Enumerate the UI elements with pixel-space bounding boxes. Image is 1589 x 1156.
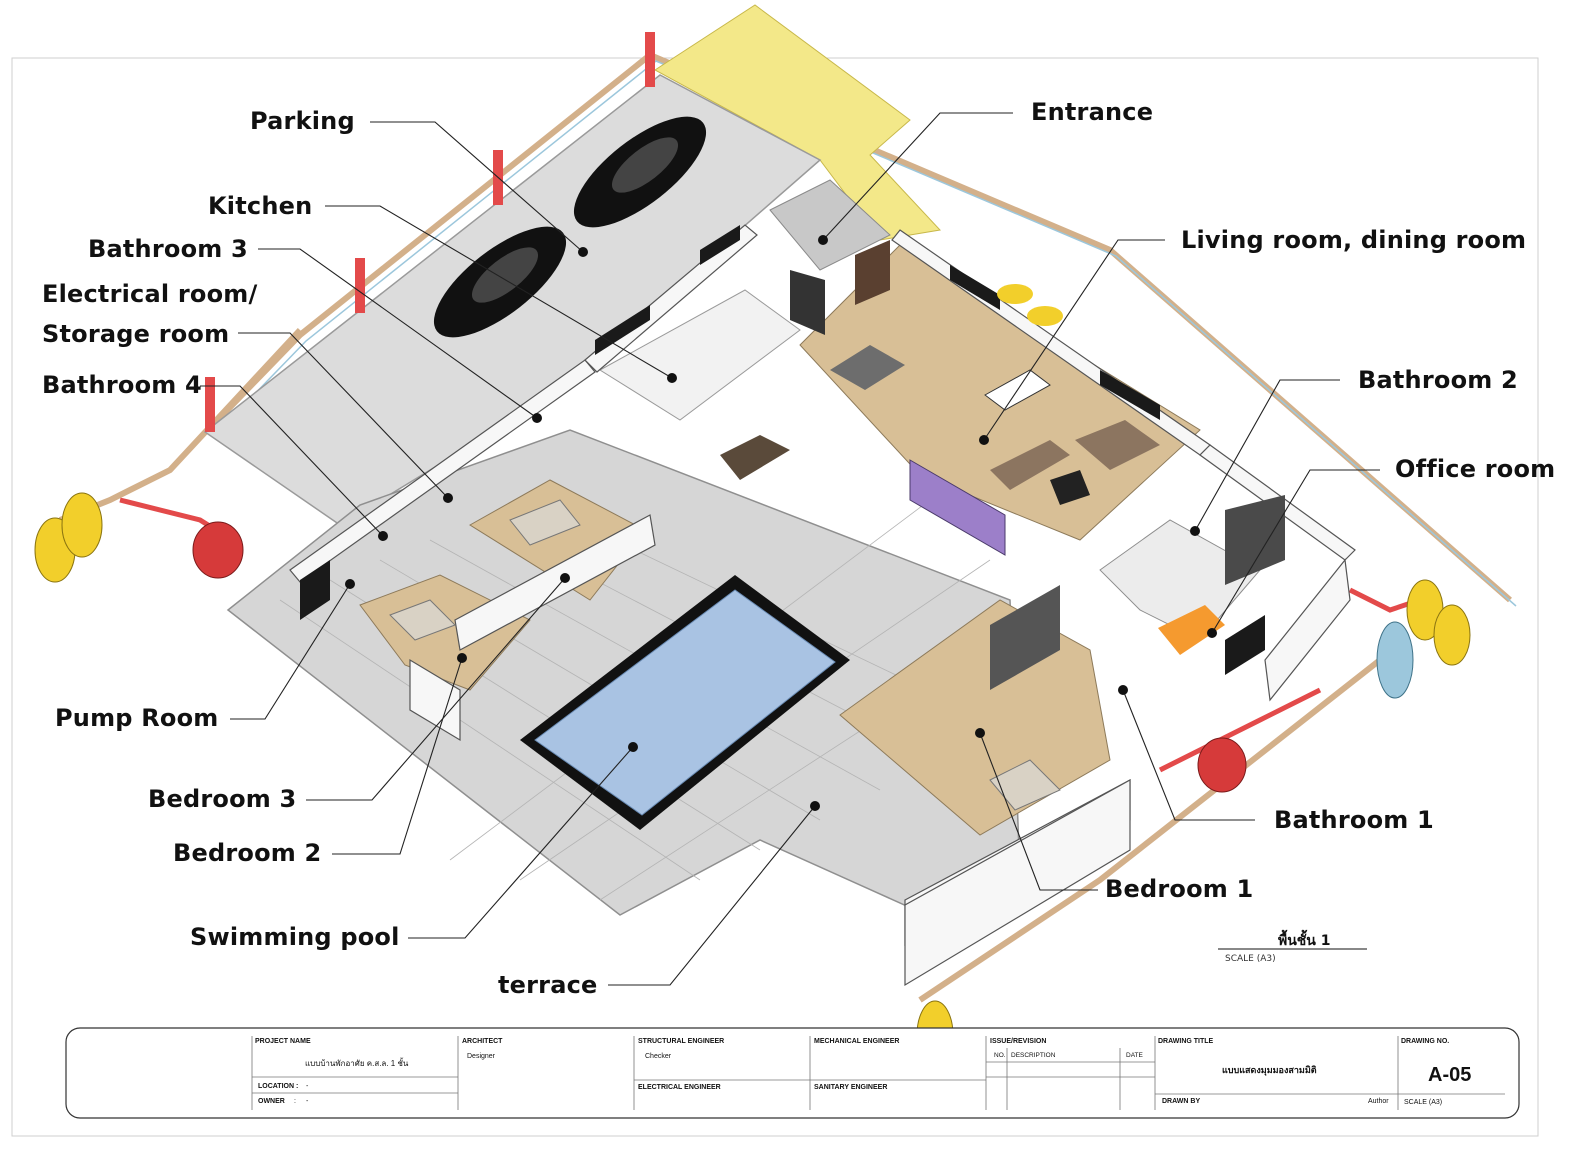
pool-water: [534, 589, 836, 816]
tb-col-date: DATE: [1126, 1052, 1144, 1059]
car-1: [433, 226, 567, 338]
label-bathroom-1: Bathroom 1: [1274, 806, 1434, 834]
tb-drawn-by-value: Author: [1368, 1098, 1389, 1105]
label-bathroom-3: Bathroom 3: [88, 235, 248, 263]
tanks-right-yellow: [1406, 579, 1471, 666]
tb-drawn-by-label: DRAWN BY: [1162, 1098, 1200, 1105]
tb-owner-label: OWNER: [258, 1098, 285, 1105]
tb-drawing-title-value: แบบแสดงมุมมองสามมิติ: [1222, 1065, 1317, 1076]
tb-issue-header: ISSUE/REVISION: [990, 1038, 1046, 1045]
tb-owner-value: -: [306, 1098, 309, 1105]
small-tanks: [997, 284, 1063, 326]
kitchen-floor: [599, 289, 801, 421]
label-bedroom-2: Bedroom 2: [173, 839, 322, 867]
label-kitchen: Kitchen: [208, 192, 313, 220]
label-electrical-room-line1: Electrical room/: [42, 280, 258, 308]
label-swimming-pool: Swimming pool: [190, 923, 400, 951]
label-parking: Parking: [250, 107, 355, 135]
car-2: [573, 116, 707, 228]
leader-dots: [345, 235, 1217, 811]
label-living-dining: Living room, dining room: [1181, 226, 1527, 254]
tb-project-name-value: แบบบ้านพักอาศัย ค.ส.ล. 1 ชั้น: [305, 1057, 409, 1068]
tb-col-description: DESCRIPTION: [1011, 1052, 1056, 1059]
label-terrace: terrace: [498, 971, 598, 999]
tb-structural-value: Checker: [645, 1053, 672, 1060]
tb-drawing-no-header: DRAWING NO.: [1401, 1038, 1449, 1045]
tb-architect-value: Designer: [467, 1053, 496, 1060]
windows: [300, 225, 1265, 675]
tb-drawing-title-header: DRAWING TITLE: [1158, 1038, 1214, 1045]
label-bathroom-4: Bathroom 4: [42, 371, 202, 399]
label-entrance: Entrance: [1031, 98, 1154, 126]
tb-scale-label: SCALE (A3): [1404, 1099, 1442, 1106]
tanks-left-yellow: [34, 492, 103, 583]
label-office-room: Office room: [1395, 455, 1556, 483]
tb-col-no: NO.: [994, 1052, 1006, 1059]
label-pump-room: Pump Room: [55, 704, 219, 732]
label-bedroom-1: Bedroom 1: [1105, 875, 1254, 903]
tb-location-value: -: [306, 1083, 309, 1090]
label-bedroom-3: Bedroom 3: [148, 785, 297, 813]
furniture: [389, 240, 1285, 811]
tb-mechanical-header: MECHANICAL ENGINEER: [814, 1038, 899, 1045]
plan-caption-scale: SCALE (A3): [1225, 954, 1276, 964]
leader-lines: [200, 112, 1380, 986]
tb-owner-colon: :: [294, 1098, 296, 1105]
tb-electrical-header: ELECTRICAL ENGINEER: [638, 1084, 721, 1091]
tb-drawing-no-value: A-05: [1428, 1064, 1471, 1086]
glass-doors-purple: [909, 459, 1006, 556]
tank-red-left: [192, 521, 244, 579]
label-electrical-room-line2: Storage room: [42, 320, 230, 348]
entrance-zone: [654, 4, 942, 241]
tb-sanitary-header: SANITARY ENGINEER: [814, 1084, 887, 1091]
office-floor: [1099, 519, 1261, 641]
tank-blue: [1376, 621, 1414, 699]
plan-caption-title: พื้นชั้น 1: [1278, 929, 1331, 949]
label-bathroom-2: Bathroom 2: [1358, 366, 1518, 394]
tb-location-label: LOCATION :: [258, 1083, 298, 1090]
tb-project-name-header: PROJECT NAME: [255, 1038, 311, 1045]
tank-red-right: [1197, 737, 1247, 793]
plan-caption: พื้นชั้น 1 SCALE (A3): [1218, 929, 1367, 964]
title-block: PROJECT NAME แบบบ้านพักอาศัย ค.ส.ล. 1 ชั…: [65, 1027, 1520, 1119]
entrance-floor: [769, 179, 891, 271]
tb-architect-header: ARCHITECT: [462, 1038, 503, 1045]
tb-structural-header: STRUCTURAL ENGINEER: [638, 1038, 724, 1045]
